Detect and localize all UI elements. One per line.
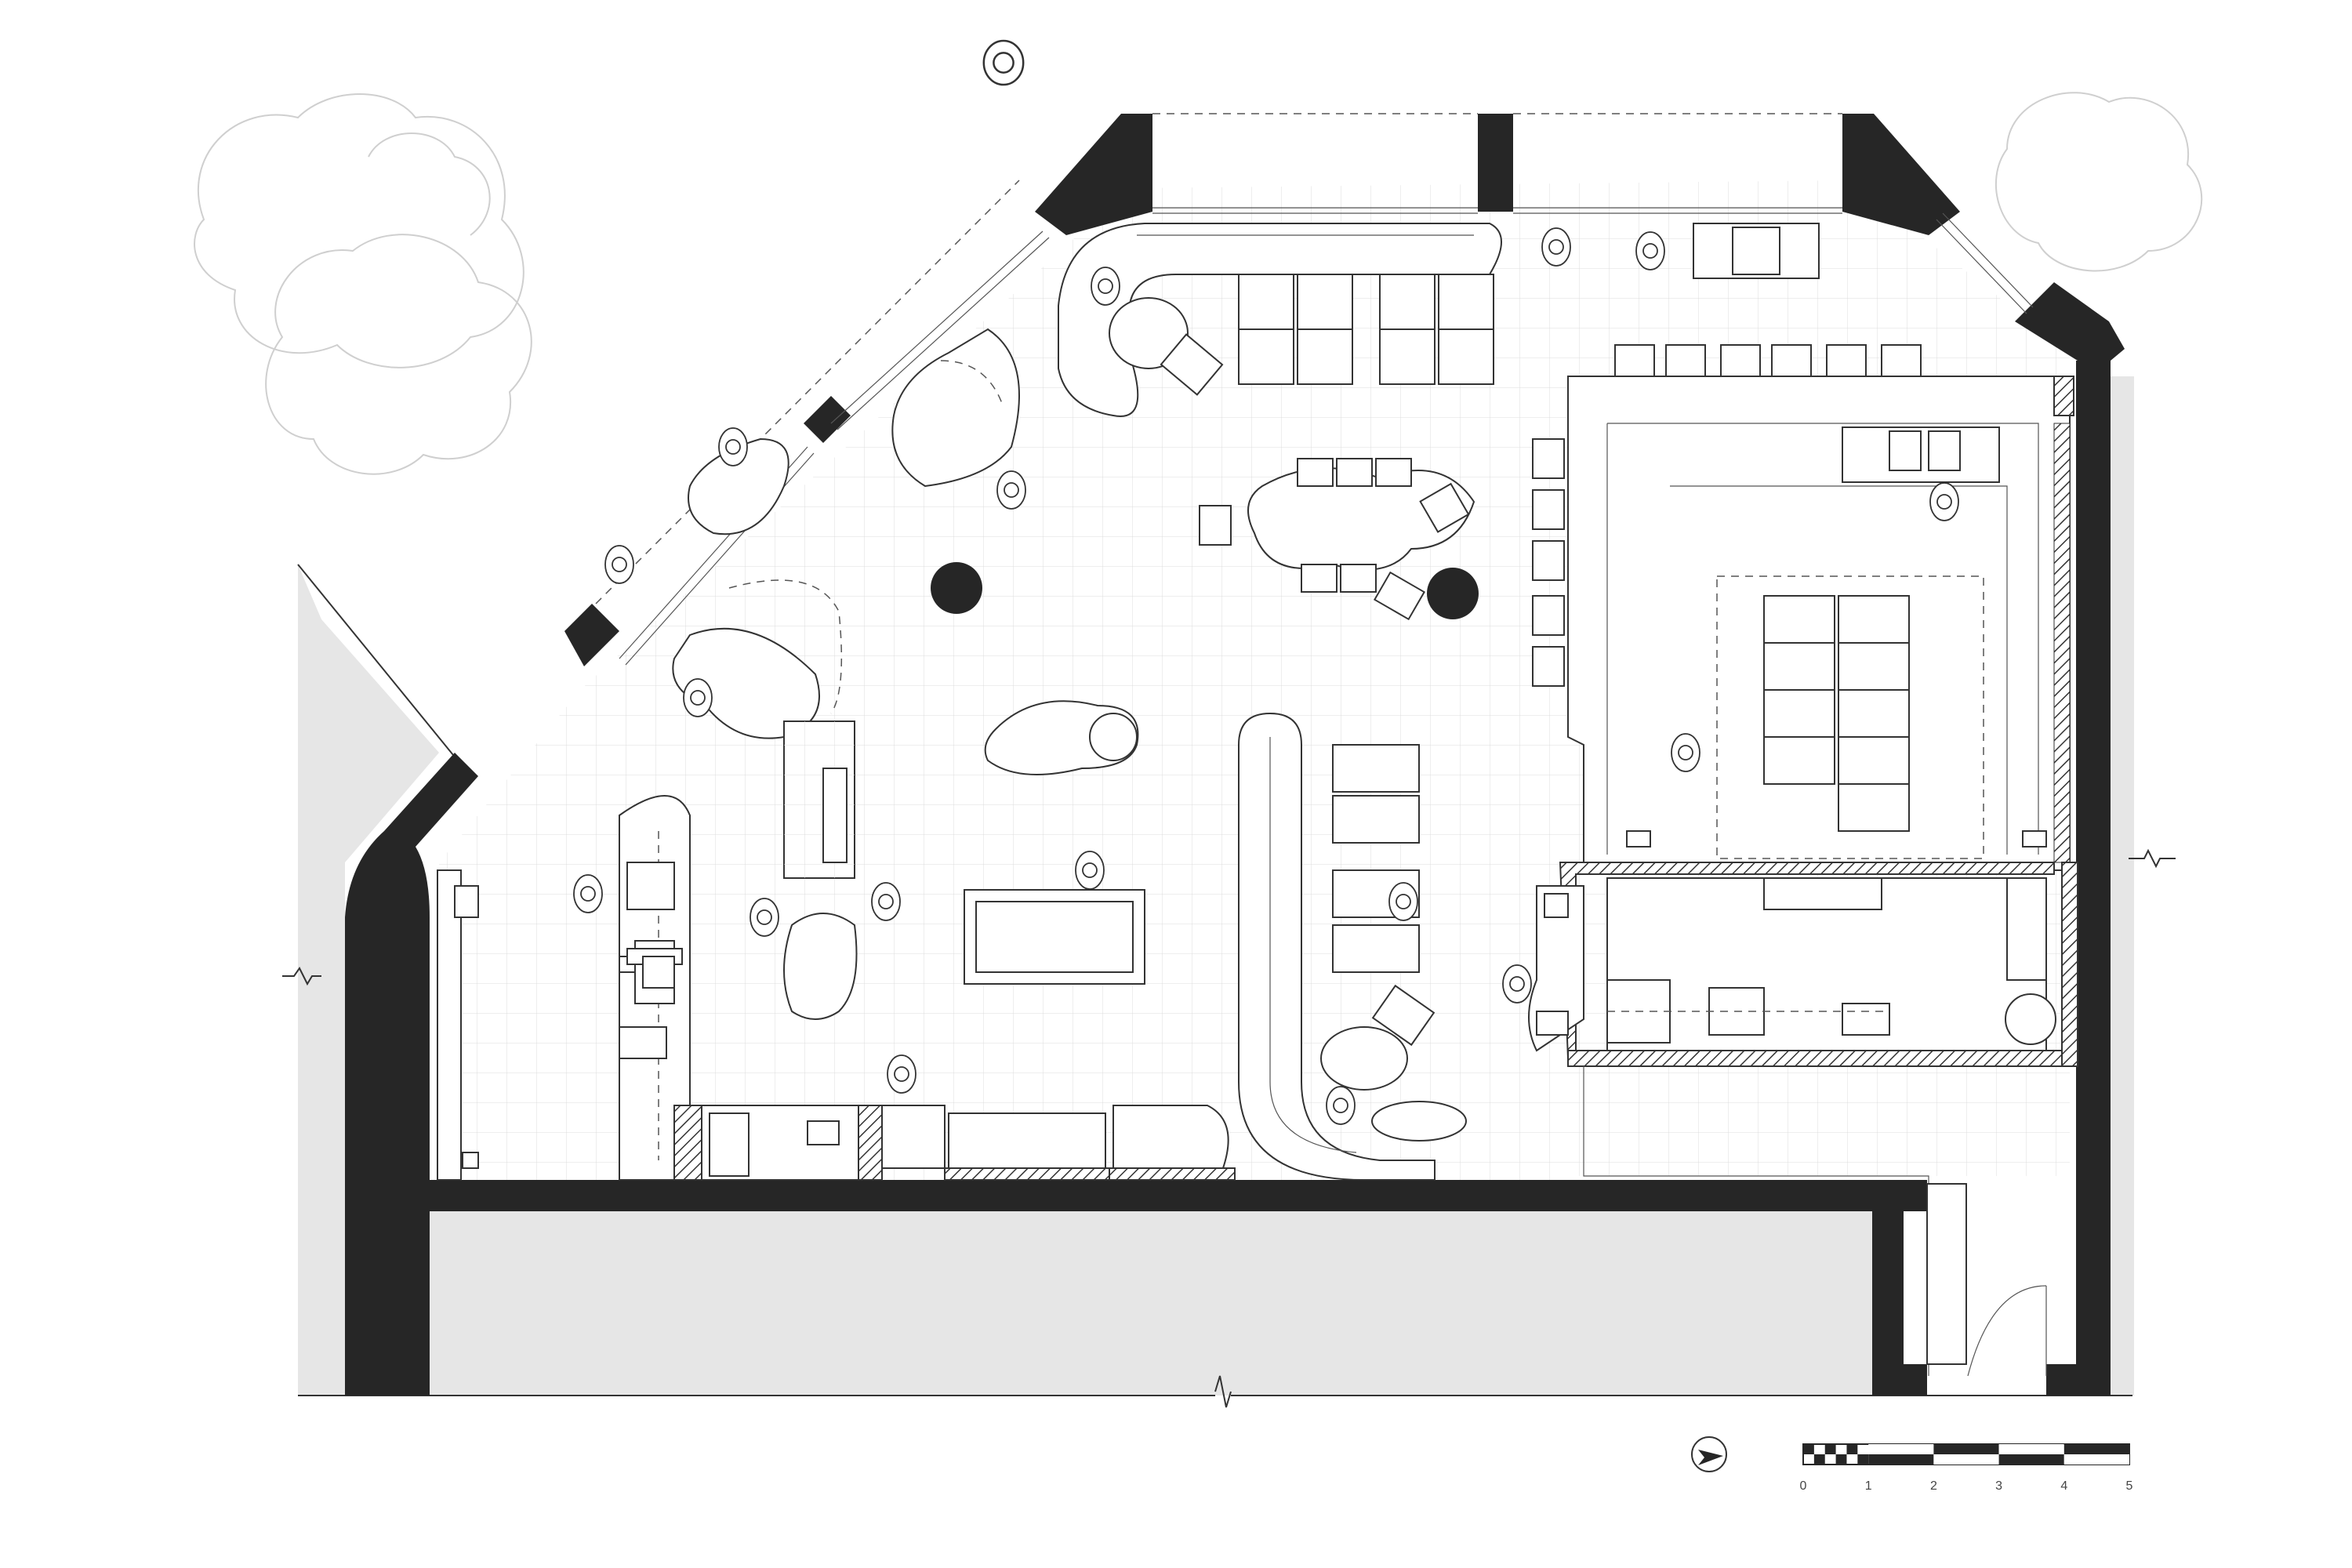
- scale-segment: [1857, 1454, 1869, 1465]
- left-counter: [437, 795, 691, 1181]
- scale-bar: 0 1 2 3 4 5: [1800, 1443, 2133, 1493]
- bottom-counter: [673, 1105, 1236, 1181]
- people: [573, 39, 1959, 1125]
- scale-label: 3: [1995, 1479, 2002, 1493]
- column: [1427, 568, 1479, 619]
- neighbour-area-bottom: [430, 1211, 1872, 1396]
- coffee-table: [964, 889, 1145, 985]
- scale-segment: [1933, 1444, 1999, 1454]
- scale-segment: [1803, 1444, 1814, 1454]
- scale-segment: [1813, 1454, 1825, 1465]
- lounge-seating: [672, 328, 1139, 1020]
- scale-segment: [2063, 1454, 2129, 1465]
- column: [931, 562, 982, 614]
- glazing: [595, 113, 2034, 666]
- scale-label: 1: [1865, 1479, 1872, 1493]
- scale-label: 5: [2126, 1479, 2133, 1493]
- scale-segment: [1868, 1444, 1934, 1454]
- back-kitchen: [1528, 862, 2078, 1067]
- neighbour-area-left: [298, 564, 439, 1396]
- scale-label: 2: [1930, 1479, 1937, 1493]
- neighbour-area-right: [2111, 376, 2134, 1396]
- scale-label: 4: [2060, 1479, 2067, 1493]
- dining-table: [1199, 458, 1475, 621]
- north-arrow-icon: [1691, 1436, 1727, 1472]
- scale-label: 0: [1800, 1479, 1807, 1493]
- trees: [194, 92, 2203, 475]
- top-bench: [1058, 223, 1502, 417]
- corridor: [1583, 1066, 2047, 1377]
- scale-segment: [1998, 1444, 2064, 1454]
- scale-segment: [2063, 1444, 2129, 1454]
- scale-segment: [1846, 1444, 1858, 1454]
- scale-segment: [1868, 1454, 1934, 1465]
- scale-segment: [1998, 1454, 2064, 1465]
- scale-segment: [1824, 1444, 1836, 1454]
- tile-island: [783, 720, 855, 879]
- walls: [345, 114, 2125, 1396]
- scale-segment: [1933, 1454, 1999, 1465]
- scale-segment: [1835, 1454, 1847, 1465]
